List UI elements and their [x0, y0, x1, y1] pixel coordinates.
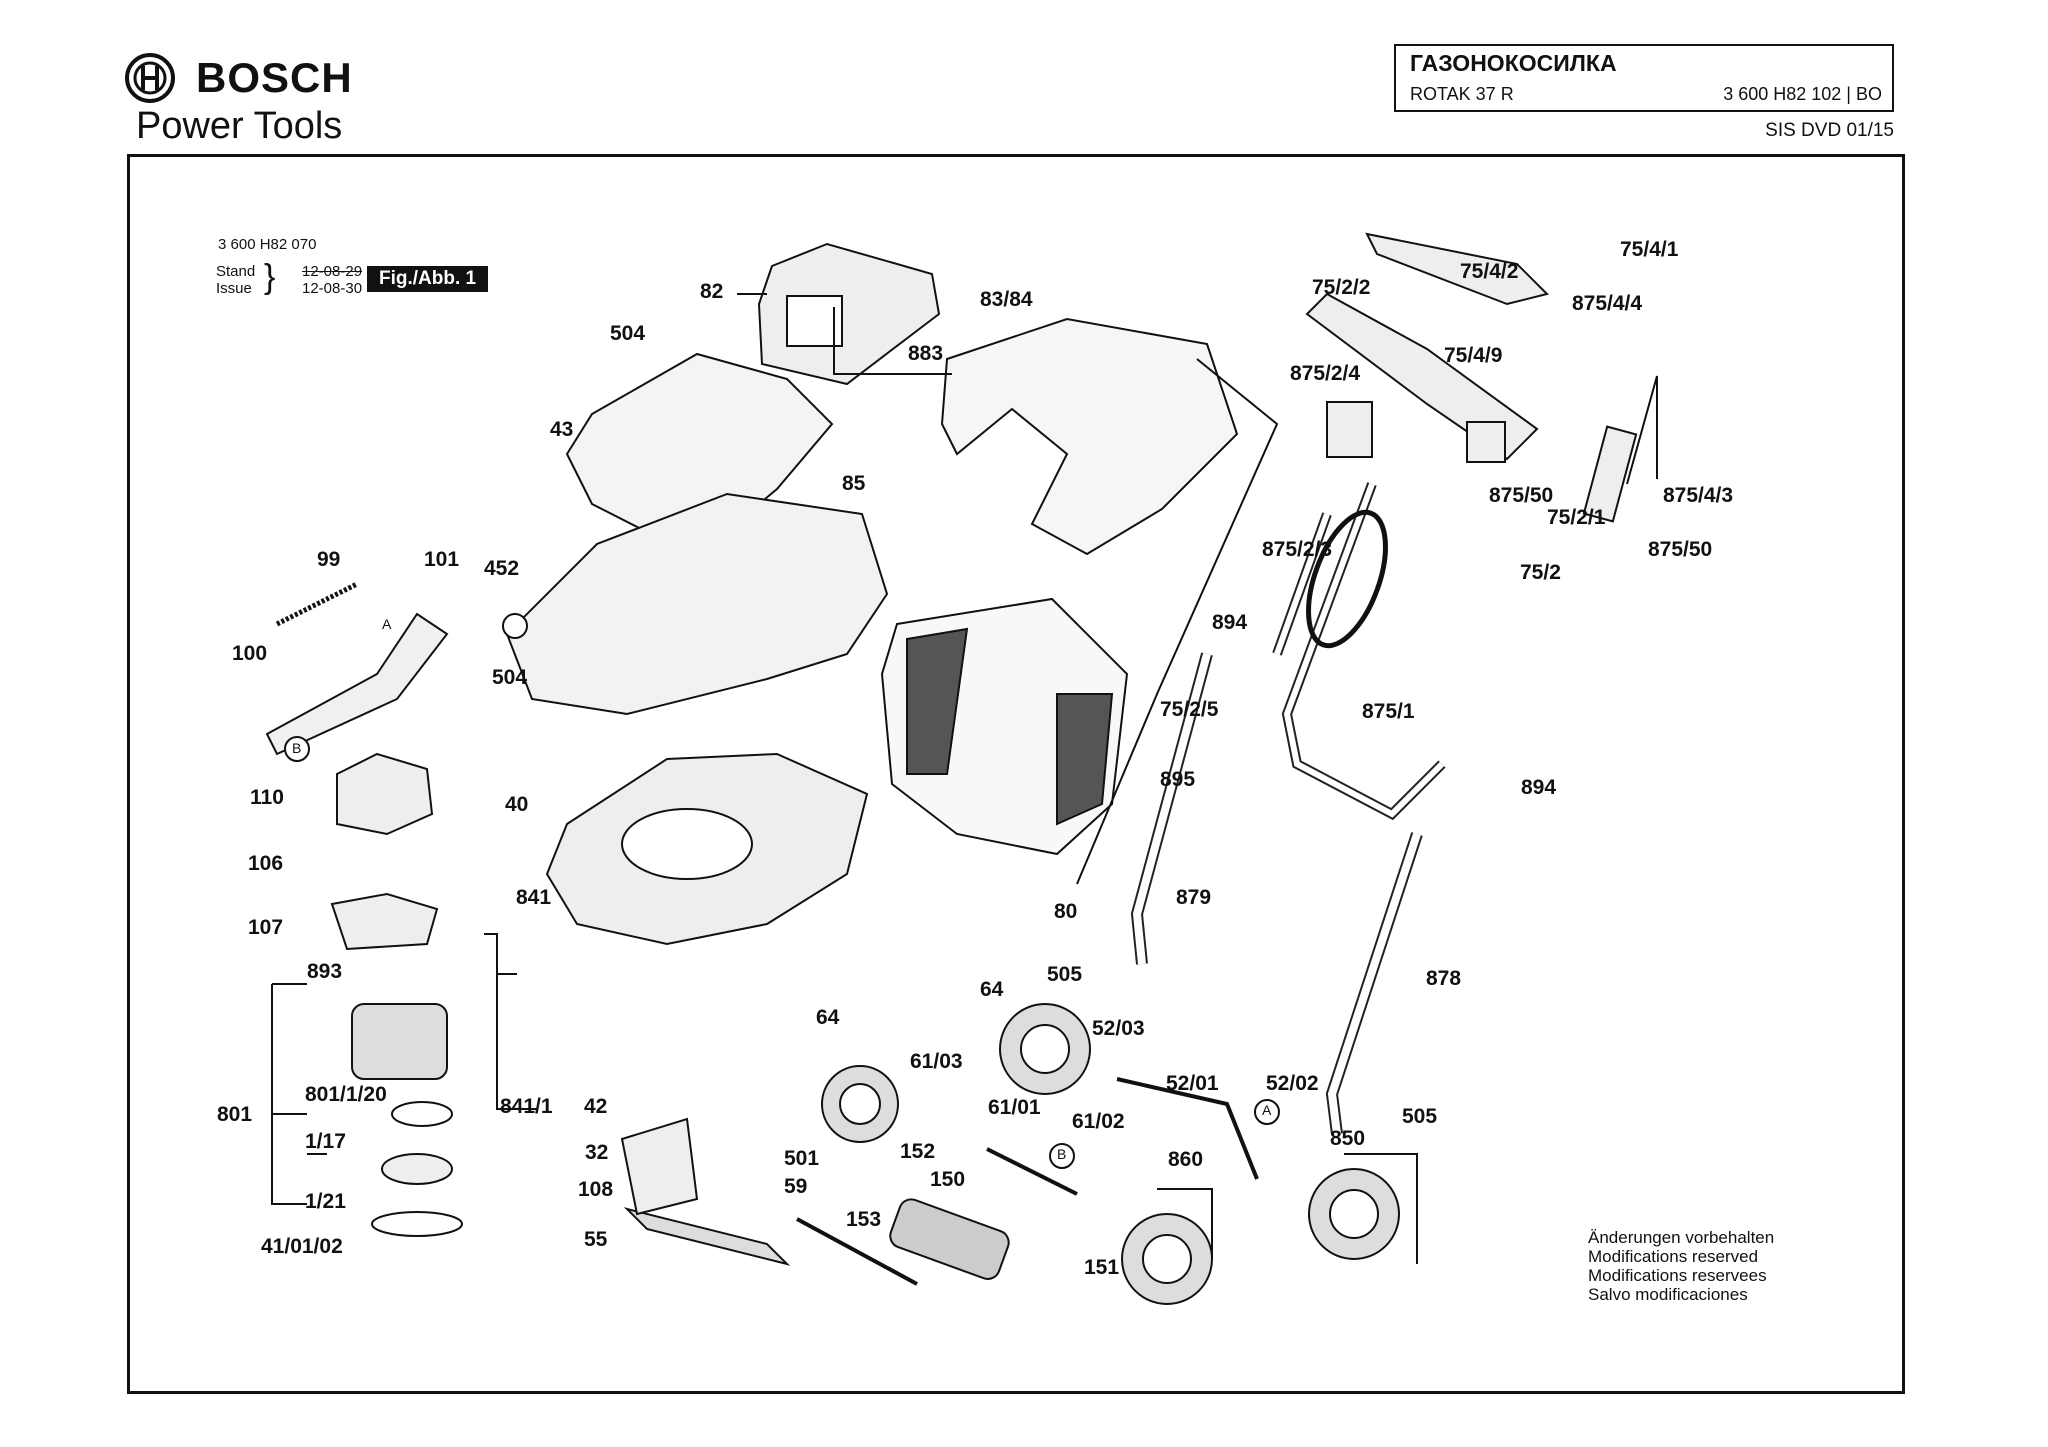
sis-version: SIS DVD 01/15 — [1765, 120, 1894, 141]
part-label: 100 — [232, 642, 268, 665]
part-label: 42 — [584, 1095, 608, 1118]
part-label: 875/50 — [1648, 538, 1713, 561]
stand-date: 12-08-29 — [302, 263, 363, 280]
part-number: 3 600 H82 102 | BO — [1723, 84, 1882, 104]
part-label: 75/2/2 — [1312, 276, 1371, 299]
callout-a: A — [382, 616, 392, 632]
part-label: 875/4/4 — [1572, 292, 1643, 315]
part-label: 52/01 — [1166, 1072, 1219, 1095]
issue-label: Issue — [216, 280, 252, 297]
part-label: 841 — [516, 886, 552, 909]
part-label: 151 — [1084, 1256, 1120, 1279]
part-label: 59 — [784, 1175, 808, 1198]
callout-b: B — [1057, 1146, 1067, 1162]
part-label: 879 — [1176, 886, 1212, 909]
part-label: 875/50 — [1489, 484, 1554, 507]
part-label: 505 — [1047, 963, 1083, 986]
stand-label: Stand — [216, 263, 256, 280]
part-label: 893 — [307, 960, 343, 983]
brand-name: BOSCH — [196, 54, 353, 101]
title-block: ГАЗОНОКОСИЛКА ROTAK 37 R 3 600 H82 102 |… — [1394, 44, 1894, 112]
part-label: 1/21 — [305, 1190, 346, 1213]
part-label: 452 — [484, 557, 520, 580]
part-label: 40 — [505, 793, 529, 816]
part-label: 875/4/3 — [1663, 484, 1734, 507]
part-label: 895 — [1160, 768, 1196, 791]
figure-code: 3 600 H82 070 — [218, 236, 317, 253]
part-label: 875/2/3 — [1262, 538, 1333, 561]
part-label: 75/2/5 — [1160, 698, 1219, 721]
part-label: 152 — [900, 1140, 936, 1163]
part-label: 875/2/4 — [1290, 362, 1361, 385]
part-label: 82 — [700, 280, 724, 303]
part-label: 150 — [930, 1168, 966, 1191]
figure-tag: Fig./Abb. 1 — [367, 266, 489, 292]
note-line: Modifications reserved — [1588, 1247, 1759, 1266]
part-label: 101 — [424, 548, 460, 571]
part-label: 75/2/1 — [1547, 506, 1606, 529]
part-label: 860 — [1168, 1148, 1204, 1171]
part-label: 850 — [1330, 1127, 1366, 1150]
callout-b: B — [292, 740, 302, 756]
exploded-view-drawing — [265, 232, 1658, 1305]
bosch-logo-icon — [125, 53, 175, 103]
part-label: 504 — [492, 666, 528, 689]
part-label: 64 — [980, 978, 1004, 1001]
part-label: 80 — [1054, 900, 1078, 923]
part-label: 878 — [1426, 967, 1462, 990]
part-label: 64 — [816, 1006, 840, 1029]
callout-a: A — [1262, 1102, 1272, 1118]
part-label: 153 — [846, 1208, 882, 1231]
part-label: 505 — [1402, 1105, 1438, 1128]
note-line: Modifications reservees — [1588, 1266, 1767, 1285]
part-label: 75/2 — [1520, 561, 1561, 584]
part-label: 61/02 — [1072, 1110, 1125, 1133]
part-label: 61/03 — [910, 1050, 963, 1073]
part-label: 75/4/9 — [1444, 344, 1503, 367]
note-line: Änderungen vorbehalten — [1588, 1228, 1775, 1247]
part-label: 107 — [248, 916, 284, 939]
model-name: ROTAK 37 R — [1410, 84, 1514, 104]
part-label: 110 — [250, 786, 284, 809]
part-label: 875/1 — [1362, 700, 1415, 723]
part-label: 504 — [610, 322, 646, 345]
drawing-frame — [127, 154, 1905, 1394]
part-label: 99 — [317, 548, 341, 571]
modifications-note: Änderungen vorbehalten Modifications res… — [1588, 1228, 1774, 1304]
part-label: 894 — [1521, 776, 1557, 799]
part-label: 85 — [842, 472, 866, 495]
issue-date: 12-08-30 — [302, 280, 363, 297]
part-label: 32 — [585, 1141, 609, 1164]
part-label: 801 — [217, 1103, 253, 1126]
part-label: 41/01/02 — [261, 1235, 343, 1258]
part-label: 55 — [584, 1228, 608, 1251]
part-label: 83/84 — [980, 288, 1033, 311]
part-label: 108 — [578, 1178, 614, 1201]
part-label: 52/02 — [1266, 1072, 1319, 1095]
note-line: Salvo modificaciones — [1588, 1285, 1748, 1304]
part-label: 75/4/2 — [1460, 260, 1519, 283]
part-label: 1/17 — [305, 1130, 346, 1153]
part-label: 501 — [784, 1147, 820, 1170]
part-label: 894 — [1212, 611, 1248, 634]
part-label: 841/1 — [500, 1095, 553, 1118]
part-label: 883 — [908, 342, 944, 365]
part-label: 43 — [550, 418, 574, 441]
document-title: ГАЗОНОКОСИЛКА — [1410, 50, 1617, 76]
part-label: 61/01 — [988, 1096, 1041, 1119]
part-label: 75/4/1 — [1620, 238, 1679, 261]
part-label: 801/1/20 — [305, 1083, 387, 1106]
part-label: 106 — [248, 852, 284, 875]
brace-glyph: } — [264, 258, 276, 296]
brand-subtitle: Power Tools — [136, 105, 343, 147]
part-label: 52/03 — [1092, 1017, 1145, 1040]
